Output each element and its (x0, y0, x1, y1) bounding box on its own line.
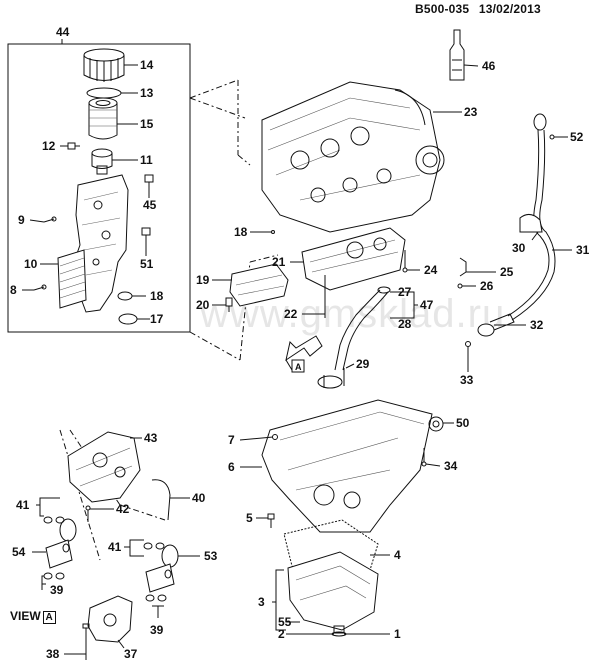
callout-26: 26 (480, 279, 494, 293)
callout-28: 28 (398, 317, 412, 331)
callout-2: 2 (278, 627, 285, 641)
oil-filter-housing (71, 174, 129, 313)
callout-22: 22 (284, 307, 298, 321)
callout-24: 24 (424, 263, 438, 277)
oil-pump-21 (301, 227, 406, 291)
callout-27: 27 (398, 285, 412, 299)
callout-54: 54 (12, 545, 26, 559)
callout-47: 47 (420, 298, 434, 312)
oil-cooler (57, 249, 87, 309)
leader-lines (22, 64, 572, 655)
callout-53: 53 (204, 549, 218, 563)
callout-34: 34 (444, 459, 458, 473)
callout-43: 43 (144, 431, 158, 445)
diagram-date: 13/02/2013 (478, 2, 541, 16)
callout-18-filter: 18 (150, 289, 164, 303)
callout-46: 46 (482, 59, 496, 73)
callout-33: 33 (460, 373, 474, 387)
pin-8 (33, 284, 47, 291)
callout-11: 11 (140, 153, 153, 167)
callout-32: 32 (530, 318, 544, 332)
bolt-20 (225, 297, 233, 312)
bolt-26 (457, 283, 463, 289)
housing-37 (87, 595, 133, 643)
hose-40 (151, 479, 171, 521)
callout-39-right: 39 (150, 623, 164, 637)
oil-filter-group-box (7, 39, 191, 333)
callout-14: 14 (140, 58, 154, 72)
callout-50: 50 (456, 416, 470, 430)
thermostat-53 (143, 542, 179, 602)
callout-12: 12 (42, 139, 56, 153)
callout-13: 13 (140, 86, 154, 100)
svg-text:A: A (295, 362, 302, 372)
callout-4: 4 (394, 548, 401, 562)
pin-42 (85, 505, 91, 522)
diagram-header: B500-035 13/02/2013 (415, 2, 547, 16)
oil-filter-element (88, 97, 118, 140)
callout-8: 8 (10, 283, 17, 297)
callout-40: 40 (192, 491, 206, 505)
bolt-5 (267, 513, 275, 528)
bolt-18-small (266, 230, 275, 234)
callout-21: 21 (272, 255, 286, 269)
callout-25: 25 (500, 265, 514, 279)
oil-pickup-tube (317, 286, 391, 389)
callout-30: 30 (512, 241, 526, 255)
o-ring-13 (86, 87, 122, 99)
callout-19: 19 (196, 273, 210, 287)
callout-7: 7 (228, 433, 235, 447)
bracket-25 (459, 257, 467, 277)
bolt-24 (402, 250, 408, 273)
callout-1: 1 (394, 627, 401, 641)
seal-18 (117, 291, 133, 301)
seal-17 (118, 313, 138, 325)
callout-29: 29 (356, 357, 370, 371)
callout-44: 44 (56, 25, 70, 39)
callout-15: 15 (140, 117, 154, 131)
view-arrow-marker: A (285, 335, 323, 373)
view-label-letter: A (42, 611, 56, 624)
callout-41-left: 41 (16, 498, 30, 512)
callout-5: 5 (246, 511, 253, 525)
callout-10: 10 (24, 257, 38, 271)
callout-3: 3 (258, 595, 265, 609)
thermostat-54 (43, 516, 77, 580)
bolt-51 (141, 227, 151, 245)
valve-11 (91, 148, 113, 175)
callout-6: 6 (228, 460, 235, 474)
diagram-code: B500-035 (415, 2, 470, 16)
callout-42: 42 (116, 502, 130, 516)
callout-45: 45 (143, 198, 157, 212)
dipstick-assembly (465, 113, 556, 347)
oil-bottle-46 (449, 29, 465, 81)
callout-52: 52 (570, 130, 584, 144)
oil-filter-cap (83, 48, 125, 82)
front-cover-43 (67, 431, 141, 503)
bolt-38 (82, 623, 90, 660)
balance-part-19 (229, 263, 289, 307)
screw-12 (67, 142, 80, 150)
callout-37: 37 (124, 647, 138, 661)
callout-39-left: 39 (50, 583, 64, 597)
engine-block (261, 81, 445, 233)
callout-38: 38 (46, 647, 60, 661)
callout-31: 31 (576, 243, 590, 257)
callout-9: 9 (18, 213, 25, 227)
callout-55: 55 (278, 615, 292, 629)
callout-18-block: 18 (234, 225, 248, 239)
callout-20: 20 (196, 298, 210, 312)
callout-41-right: 41 (108, 540, 122, 554)
callout-23: 23 (464, 105, 478, 119)
lower-oil-pan (287, 551, 379, 631)
pin-9 (43, 216, 57, 223)
view-label-text: VIEW (10, 609, 41, 623)
callout-17: 17 (150, 312, 164, 326)
bolt-45 (144, 174, 154, 190)
upper-oil-pan (261, 399, 444, 533)
callout-51: 51 (140, 257, 154, 271)
